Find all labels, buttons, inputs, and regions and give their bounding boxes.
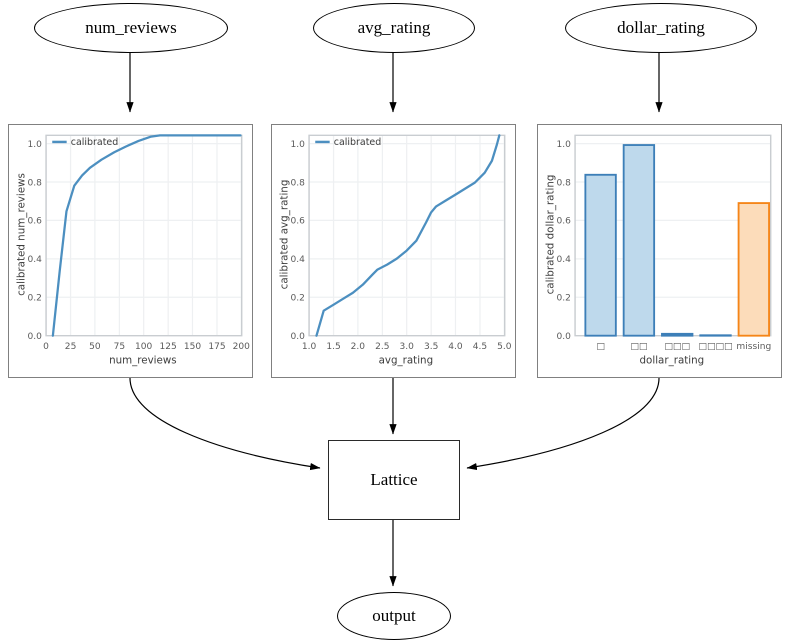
node-dollar-rating-label: dollar_rating	[617, 18, 705, 37]
svg-text:0.8: 0.8	[557, 178, 572, 188]
chart1-legend: calibrated	[52, 137, 118, 148]
chart2-xticklabels: 1.0 1.5 2.0 2.5 3.0 3.5 4.0 4.5 5.0	[302, 342, 512, 352]
svg-text:0.6: 0.6	[557, 217, 572, 227]
bar-dd	[622, 144, 656, 337]
svg-text:0.0: 0.0	[291, 332, 306, 342]
chart1-xlabel: num_reviews	[109, 355, 177, 367]
chart-panel-num-reviews: calibrated 1.0 0.8 0.6 0.4 0.2 0.0 0 25 …	[8, 124, 253, 378]
svg-text:4.0: 4.0	[448, 342, 463, 352]
svg-text:□□: □□	[630, 342, 647, 352]
node-num-reviews[interactable]: num_reviews	[34, 3, 228, 53]
chart2-series-calibrated	[315, 134, 501, 337]
svg-text:0.4: 0.4	[28, 255, 43, 265]
svg-text:50: 50	[89, 342, 101, 352]
svg-text:0.8: 0.8	[28, 178, 43, 188]
chart3-bars	[584, 144, 770, 337]
svg-text:0.6: 0.6	[291, 217, 306, 227]
chart1-legend-label: calibrated	[71, 137, 118, 148]
node-num-reviews-label: num_reviews	[85, 18, 177, 37]
svg-text:1.0: 1.0	[291, 140, 306, 150]
svg-text:1.5: 1.5	[326, 342, 340, 352]
chart2-legend: calibrated	[315, 137, 381, 148]
svg-text:3.0: 3.0	[399, 342, 414, 352]
svg-text:0.2: 0.2	[557, 294, 571, 304]
svg-text:□□□: □□□	[664, 342, 690, 352]
node-lattice[interactable]: Lattice	[328, 440, 460, 520]
svg-text:3.5: 3.5	[424, 342, 438, 352]
chart1-series-calibrated	[51, 134, 242, 337]
svg-text:2.5: 2.5	[375, 342, 389, 352]
svg-text:25: 25	[65, 342, 77, 352]
chart2-xlabel: avg_rating	[379, 355, 434, 367]
chart3-yticklabels: 1.0 0.8 0.6 0.4 0.2 0.0	[557, 140, 572, 342]
node-output-label: output	[372, 606, 416, 625]
svg-text:5.0: 5.0	[497, 342, 512, 352]
svg-text:200: 200	[233, 342, 251, 352]
chart-dollar-rating: 1.0 0.8 0.6 0.4 0.2 0.0 □ □□ □□□ □□□□ mi…	[538, 125, 781, 377]
chart1-ylabel: calibrated num_reviews	[15, 173, 27, 296]
svg-text:0: 0	[43, 342, 49, 352]
chart2-yticklabels: 1.0 0.8 0.6 0.4 0.2 0.0	[291, 140, 306, 342]
svg-text:75: 75	[114, 342, 126, 352]
svg-text:0.0: 0.0	[28, 332, 43, 342]
svg-text:125: 125	[160, 342, 177, 352]
chart1-xticklabels: 0 25 50 75 100 125 150 175 200	[43, 342, 250, 352]
svg-text:1.0: 1.0	[557, 140, 572, 150]
node-lattice-label: Lattice	[370, 470, 418, 489]
bar-missing	[737, 202, 770, 337]
chart2-legend-label: calibrated	[334, 137, 381, 148]
svg-text:□□□□: □□□□	[698, 342, 732, 352]
svg-text:missing: missing	[736, 342, 771, 352]
svg-text:100: 100	[135, 342, 153, 352]
node-avg-rating[interactable]: avg_rating	[313, 3, 475, 53]
bar-ddd	[661, 332, 694, 337]
svg-text:1.0: 1.0	[302, 342, 317, 352]
svg-text:0.2: 0.2	[28, 294, 42, 304]
node-output[interactable]: output	[337, 592, 451, 640]
svg-text:1.0: 1.0	[28, 140, 43, 150]
svg-text:0.0: 0.0	[557, 332, 572, 342]
svg-text:0.4: 0.4	[557, 255, 572, 265]
chart-avg-rating: calibrated 1.0 0.8 0.6 0.4 0.2 0.0 1.0 1…	[272, 125, 515, 377]
chart-panel-avg-rating: calibrated 1.0 0.8 0.6 0.4 0.2 0.0 1.0 1…	[271, 124, 516, 378]
svg-text:150: 150	[184, 342, 202, 352]
chart-num-reviews: calibrated 1.0 0.8 0.6 0.4 0.2 0.0 0 25 …	[9, 125, 252, 377]
node-avg-rating-label: avg_rating	[357, 18, 431, 37]
svg-text:0.4: 0.4	[291, 255, 306, 265]
svg-text:175: 175	[208, 342, 225, 352]
chart2-ylabel: calibrated avg_rating	[278, 180, 290, 290]
chart3-xlabel: dollar_rating	[640, 355, 705, 367]
bar-d	[584, 173, 617, 337]
edge-chart1-to-lattice	[129, 377, 321, 471]
svg-text:2.0: 2.0	[351, 342, 366, 352]
node-dollar-rating[interactable]: dollar_rating	[565, 3, 757, 53]
svg-text:4.5: 4.5	[473, 342, 487, 352]
chart3-ylabel: calibrated dollar_rating	[544, 175, 556, 295]
svg-text:0.2: 0.2	[291, 294, 305, 304]
svg-text:0.6: 0.6	[28, 217, 43, 227]
chart-panel-dollar-rating: 1.0 0.8 0.6 0.4 0.2 0.0 □ □□ □□□ □□□□ mi…	[537, 124, 782, 378]
edge-chart3-to-lattice	[466, 377, 660, 471]
chart3-xticklabels: □ □□ □□□ □□□□ missing	[596, 342, 771, 352]
svg-text:0.8: 0.8	[291, 178, 306, 188]
chart1-yticklabels: 1.0 0.8 0.6 0.4 0.2 0.0	[28, 140, 43, 342]
svg-text:□: □	[596, 342, 605, 352]
